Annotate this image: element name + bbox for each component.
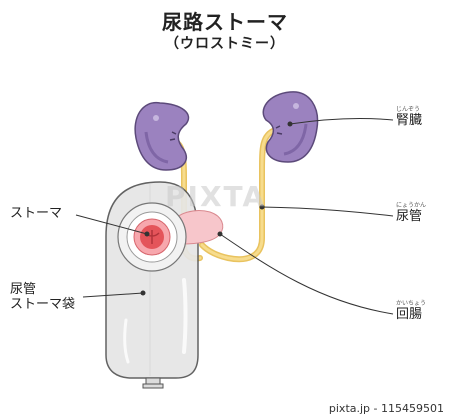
label-bag-line2: ストーマ袋 [10, 297, 76, 312]
reading-ileum: かいちょう [396, 300, 427, 307]
page-subtitle: （ウロストミー） [165, 36, 285, 52]
kidney-leader [289, 117, 394, 125]
label-ureter: 尿管 [396, 209, 423, 224]
stoma [133, 218, 171, 256]
footer-brand: pixta.jp [328, 402, 371, 415]
footer-image-number: 115459501 [381, 402, 444, 415]
reading-kidney: じんぞう [396, 106, 421, 113]
ureter-leader [261, 206, 394, 217]
label-ileum: 回腸 [396, 307, 423, 322]
label-stoma: ストーマ [10, 206, 63, 221]
ureter-right-inner [200, 128, 277, 261]
left-kidney [134, 102, 190, 171]
reading-ureter: にょうかん [396, 202, 427, 209]
ileum-leader [219, 233, 394, 315]
right-kidney [262, 91, 319, 163]
watermark: PIXTA [165, 180, 267, 213]
label-bag-line1: 尿管 [10, 282, 37, 297]
page-title: 尿路ストーマ [162, 10, 288, 34]
footer-separator: - [370, 402, 381, 415]
footer-credit: pixta.jp - 115459501 [0, 400, 450, 417]
urostomy-diagram [75, 91, 394, 389]
label-kidney: 腎臓 [396, 113, 423, 128]
stoma-leader [75, 214, 148, 235]
bag-leader [82, 292, 144, 298]
